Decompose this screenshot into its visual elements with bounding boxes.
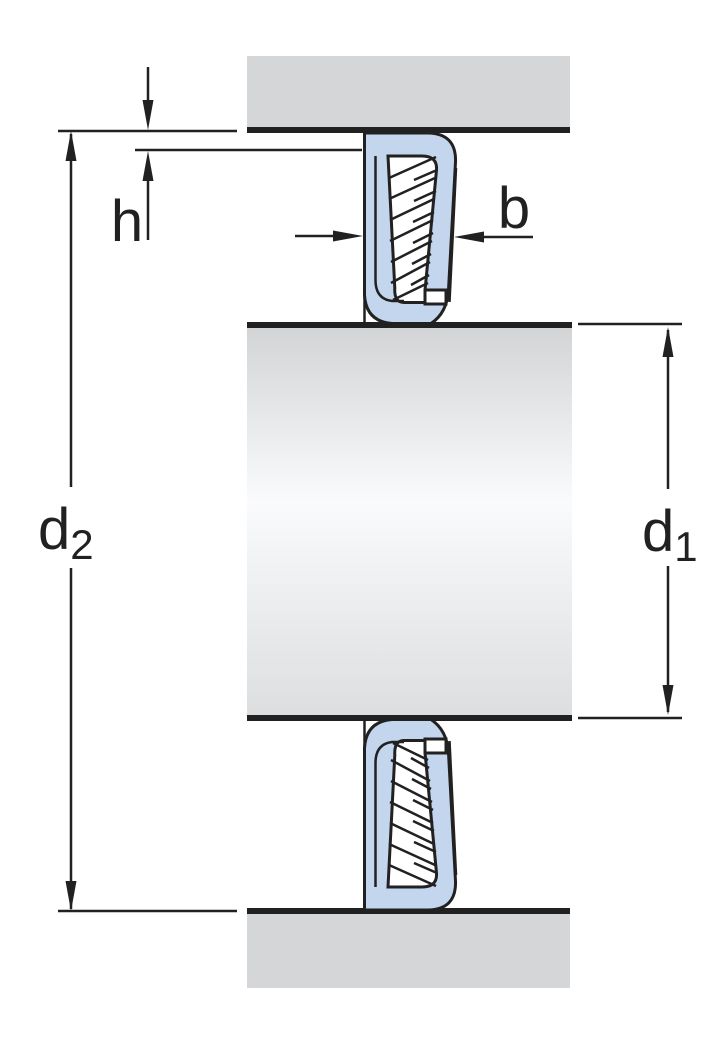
label-d2-base: d [38,497,70,562]
label-d1: d1 [642,499,698,570]
d1-arrow-down-icon [662,685,674,715]
h-arrow-down-icon [142,100,154,130]
seal-cross-section-top [363,131,458,328]
housing-bottom [247,914,570,988]
label-d2: d2 [38,497,94,568]
dimension-h [58,67,362,240]
label-d1-base: d [642,499,674,564]
label-d2-subscript: 2 [70,521,93,568]
seal-cross-section-bottom [363,715,458,912]
housing-top [247,56,570,128]
dimension-d1 [578,322,682,720]
dimension-d2 [58,131,237,913]
label-h: h [111,189,143,254]
label-d1-subscript: 1 [674,523,697,570]
dimension-b [295,230,533,243]
label-b: b [498,176,530,241]
b-arrow-right-icon [333,230,363,242]
b-arrow-left-icon [454,231,484,243]
shaft [247,328,572,715]
h-arrow-up-icon [142,151,154,181]
d2-arrow-down-icon [65,881,77,911]
